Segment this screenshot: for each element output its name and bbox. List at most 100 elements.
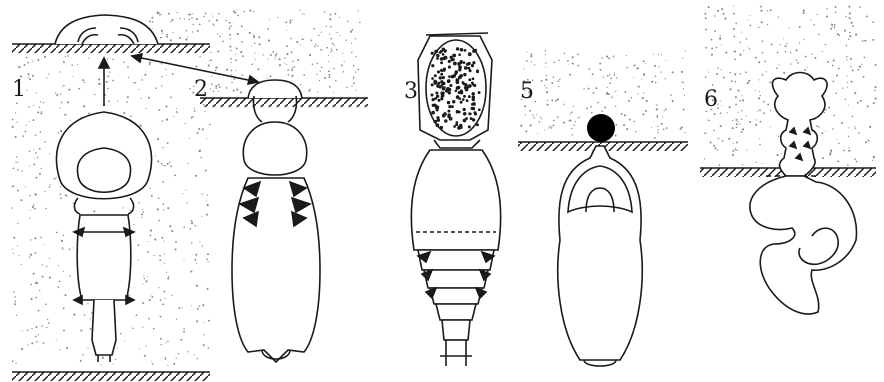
stipple-dot xyxy=(606,92,608,94)
stipple-dot xyxy=(595,87,597,89)
stipple-dot xyxy=(748,80,750,82)
stipple-dot xyxy=(230,50,231,51)
stipple-dot xyxy=(844,30,846,32)
stipple-dot xyxy=(152,363,154,365)
stipple-dot xyxy=(29,150,31,152)
stipple-dot xyxy=(578,117,580,119)
stipple-dot xyxy=(437,117,439,119)
stipple-dot xyxy=(471,118,472,119)
stipple-dot xyxy=(166,36,168,38)
stipple-dot xyxy=(143,275,144,276)
stipple-dot xyxy=(535,101,537,103)
stipple-dot xyxy=(231,62,232,63)
stipple-dot xyxy=(314,46,316,48)
stipple-dot xyxy=(608,57,610,59)
stipple-dot xyxy=(272,51,274,53)
stipple-dot xyxy=(170,165,172,167)
stipple-dot xyxy=(186,202,187,203)
stipple-dot xyxy=(864,40,866,42)
stipple-dot xyxy=(473,62,475,64)
stipple-dot xyxy=(642,97,644,99)
stipple-dot xyxy=(164,291,166,293)
stipple-dot xyxy=(175,241,177,243)
stipple-dot xyxy=(317,45,318,46)
stipple-dot xyxy=(654,65,656,67)
stipple-dot xyxy=(24,64,26,66)
stipple-dot xyxy=(681,71,683,73)
stipple-dot xyxy=(196,358,197,359)
stipple-dot xyxy=(656,115,658,117)
stipple-dot xyxy=(146,276,147,277)
stipple-dot xyxy=(161,237,163,239)
stipple-dot xyxy=(30,210,31,211)
stipple-dot xyxy=(432,65,434,67)
stipple-dot xyxy=(328,76,330,78)
stipple-dot xyxy=(12,119,14,121)
stipple-dot xyxy=(567,60,569,62)
stipple-dot xyxy=(578,65,580,67)
stipple-dot xyxy=(862,40,864,42)
stipple-dot xyxy=(73,314,75,316)
stipple-dot xyxy=(17,190,19,192)
stipple-dot xyxy=(747,19,748,20)
stipple-dot xyxy=(253,34,254,35)
stipple-dot xyxy=(188,19,190,21)
stipple-dot xyxy=(19,255,20,256)
panel-label-1: 1 xyxy=(12,77,26,102)
stipple-dot xyxy=(112,59,113,60)
stipple-dot xyxy=(778,136,779,137)
stipple-dot xyxy=(152,21,154,23)
stipple-dot xyxy=(762,52,764,54)
stipple-dot xyxy=(269,19,270,20)
stipple-dot xyxy=(822,157,824,159)
stipple-dot xyxy=(670,94,672,96)
stipple-dot xyxy=(343,71,344,72)
stipple-dot xyxy=(458,92,459,93)
stipple-dot xyxy=(292,61,293,62)
stipple-dot xyxy=(296,41,298,43)
stipple-dot xyxy=(216,19,218,21)
emerging-head xyxy=(772,73,827,177)
stipple-dot xyxy=(166,272,167,273)
stipple-dot xyxy=(708,6,710,8)
stipple-dot xyxy=(215,66,217,68)
stipple-dot xyxy=(822,51,823,52)
stipple-dot xyxy=(520,125,522,127)
stipple-dot xyxy=(149,187,150,188)
stipple-dot xyxy=(741,110,742,111)
stipple-dot xyxy=(563,104,564,105)
stipple-dot xyxy=(658,54,659,55)
stipple-dot xyxy=(541,80,543,82)
stipple-dot xyxy=(191,222,193,224)
stipple-dot xyxy=(36,177,38,179)
stipple-dot xyxy=(207,194,208,195)
stipple-dot xyxy=(733,6,734,7)
stipple-dot xyxy=(192,31,193,32)
stipple-dot xyxy=(448,110,449,111)
stipple-dot xyxy=(615,106,616,107)
stipple-dot xyxy=(741,32,742,33)
stipple-dot xyxy=(205,170,207,172)
stipple-dot xyxy=(616,124,618,126)
stipple-dot xyxy=(333,92,334,93)
stipple-dot xyxy=(615,91,616,92)
stipple-dot xyxy=(685,132,686,133)
stipple-dot xyxy=(235,53,236,54)
stipple-dot xyxy=(236,10,237,11)
stipple-dot xyxy=(534,64,535,65)
stipple-dot xyxy=(777,154,779,156)
stipple-dot xyxy=(551,99,553,101)
stipple-dot xyxy=(455,90,456,91)
stipple-dot xyxy=(194,225,196,227)
stipple-dot xyxy=(29,165,30,166)
stipple-dot xyxy=(63,61,65,63)
stipple-dot xyxy=(444,87,445,88)
stipple-dot xyxy=(15,162,16,163)
stipple-dot xyxy=(326,26,327,27)
stipple-dot xyxy=(63,271,64,272)
panel-2 xyxy=(200,80,368,362)
stipple-dot xyxy=(61,240,63,242)
stipple-dot xyxy=(467,100,468,101)
stipple-dot xyxy=(213,25,214,26)
stipple-dot xyxy=(25,186,26,187)
